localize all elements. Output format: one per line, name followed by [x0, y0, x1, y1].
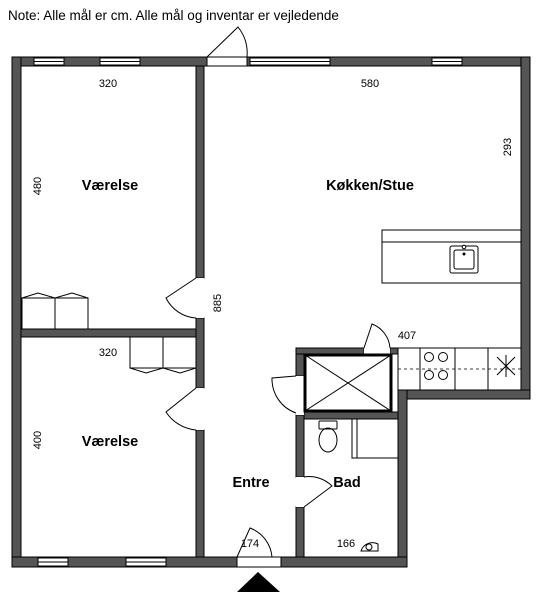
room-label-bedroom-bottom: Værelse — [82, 434, 138, 450]
dim-corridor-length: 885 — [212, 294, 224, 312]
kitchen-counter — [397, 347, 522, 391]
dim-kitchen-height: 293 — [502, 138, 514, 156]
door-swing — [271, 375, 297, 414]
toilet-icon — [318, 420, 338, 453]
door-swing — [303, 476, 333, 508]
door-swing — [236, 527, 273, 558]
washbasin-icon — [360, 542, 379, 552]
wall-kitchen-sep-b — [389, 347, 399, 355]
closet-box — [303, 353, 393, 413]
bathroom-cabinet — [351, 418, 399, 459]
wall-bath-b — [295, 414, 305, 478]
room-label-kitchen-living: Køkken/Stue — [326, 178, 414, 194]
outer-walls — [11, 56, 531, 568]
dim-bedroom-bottom-height: 400 — [32, 431, 44, 449]
stove-icon — [424, 352, 448, 380]
wardrobe-bottom-bedroom — [129, 336, 197, 374]
room-label-bedroom-top: Værelse — [82, 178, 138, 194]
plan-note: Note: Alle mål er cm. Alle mål og invent… — [8, 8, 339, 23]
wall-step — [397, 389, 531, 400]
door-swing — [165, 277, 197, 319]
interior-walls — [20, 65, 399, 558]
dim-entrance-width: 174 — [241, 538, 259, 550]
wall-kitchen-sep-a — [295, 347, 365, 355]
extractor-icon — [496, 355, 516, 377]
wall-right-upper — [520, 56, 531, 400]
door-swing — [165, 387, 197, 431]
wall-bath-c — [295, 506, 305, 558]
door-opening — [206, 56, 248, 67]
wardrobe-top-bedroom — [21, 292, 89, 330]
entrance-arrow-icon — [237, 572, 280, 592]
dim-bedroom-top-height: 480 — [32, 177, 44, 195]
doors — [165, 26, 391, 568]
dim-bathroom-width: 166 — [337, 538, 355, 550]
wall-right-lower — [397, 389, 408, 568]
kitchen-island — [381, 229, 522, 284]
wall-bottom — [11, 556, 408, 568]
door-swing — [206, 26, 248, 58]
wall-corridor-mid — [195, 317, 205, 389]
dim-kitchen-counter: 407 — [398, 330, 416, 342]
wall-bedroom-divider — [20, 328, 204, 338]
room-label-entrance: Entre — [232, 475, 269, 491]
dim-bedroom-top-width: 320 — [99, 78, 117, 90]
wall-left — [11, 56, 22, 568]
wall-corridor-upper — [195, 65, 205, 279]
wall-corridor-lower — [195, 429, 205, 558]
dim-kitchen-width: 580 — [361, 78, 379, 90]
room-label-bathroom: Bad — [333, 475, 360, 491]
door-swing — [363, 323, 391, 349]
door-opening — [236, 556, 282, 568]
wall-bath-top — [303, 411, 399, 420]
windows — [33, 57, 463, 567]
dim-bedroom-bottom-width: 320 — [99, 347, 117, 359]
